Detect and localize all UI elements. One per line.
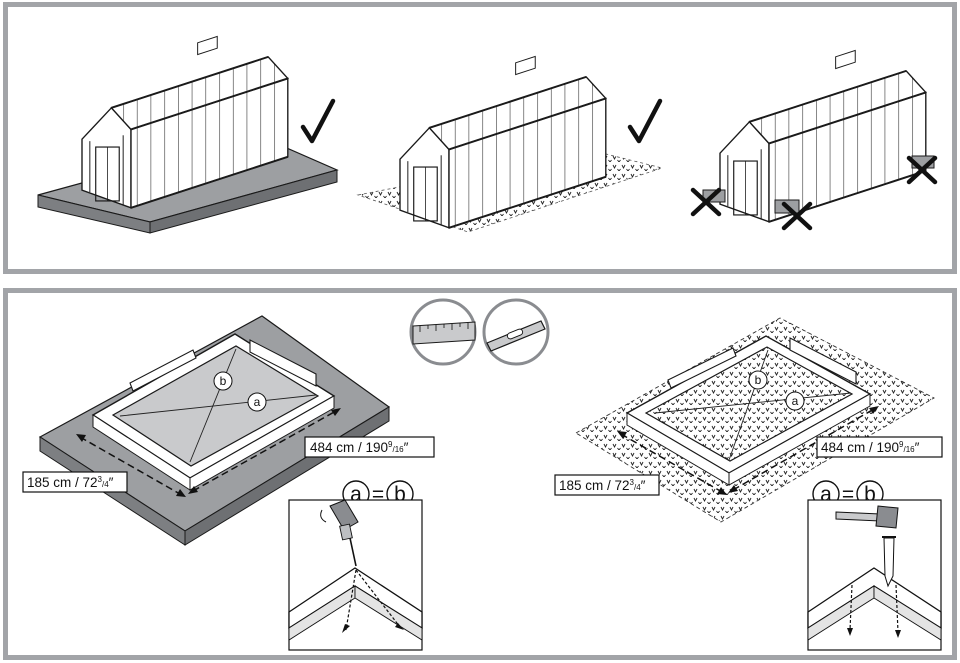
svg-text:185 cm / 723/4″: 185 cm / 723/4″ [27, 475, 114, 490]
svg-text:b: b [394, 483, 406, 506]
check-icon [303, 101, 333, 141]
hammer-icon [835, 505, 899, 529]
svg-text:484 cm / 1909/16″: 484 cm / 1909/16″ [310, 440, 409, 455]
width-dimension-right: 185 cm / 723/4″ [554, 474, 660, 496]
scene-level-ground [356, 55, 664, 233]
hammer-inset [807, 499, 942, 651]
spirit-level-icon [482, 298, 550, 366]
drill-inset [288, 499, 423, 651]
svg-text:b: b [864, 483, 876, 506]
diagonal-b-label: b [220, 374, 227, 388]
diagonal-a-label: a [254, 395, 261, 409]
length-dimension-right: 484 cm / 1909/16″ [816, 436, 943, 458]
diagonal-b-label-right: b [755, 373, 762, 387]
foundation-on-ground: b a [575, 317, 935, 523]
svg-text:185 cm / 723/4″: 185 cm / 723/4″ [559, 478, 646, 493]
length-dimension-left: 484 cm / 1909/16″ [304, 436, 435, 458]
peg-icon [882, 536, 896, 588]
check-icon [630, 101, 660, 141]
drill-icon [320, 499, 359, 567]
scene-concrete-slab [37, 35, 339, 234]
diagonal-a-label-right: a [792, 394, 799, 408]
svg-text:484 cm / 1909/16″: 484 cm / 1909/16″ [821, 440, 920, 455]
tape-measure-icon [409, 298, 477, 366]
scene-blocks-under-corners [693, 49, 935, 228]
width-dimension-left: 185 cm / 723/4″ [22, 471, 128, 493]
